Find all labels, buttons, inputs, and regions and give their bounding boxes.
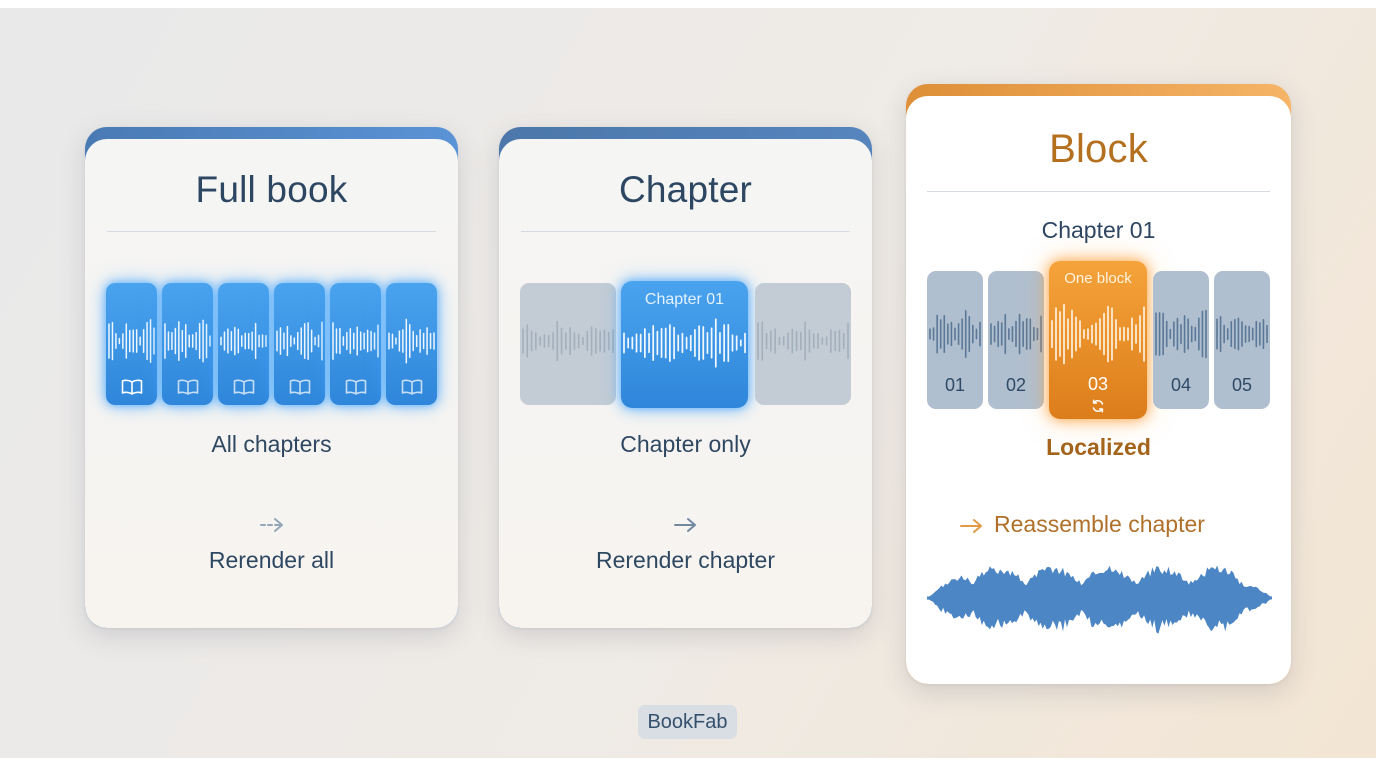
open-book-icon (233, 379, 255, 395)
full-book-block-waveform (220, 322, 267, 360)
full-book-divider (107, 231, 436, 232)
block-item: 04 (1153, 271, 1209, 409)
reassemble-arrow-icon (960, 519, 982, 533)
block-waveform (1155, 309, 1207, 359)
full-book-chapter-block (218, 283, 269, 405)
full-book-caption: All chapters (211, 431, 332, 457)
full-book-chapter-block (162, 283, 213, 405)
open-book-icon (401, 379, 423, 395)
open-book-icon (121, 379, 143, 395)
open-book-icon (345, 379, 367, 395)
block-subtitle: Chapter 01 (1041, 217, 1156, 243)
block-number: 01 (944, 375, 966, 395)
block-waveform (1216, 315, 1268, 353)
full-book-arrow-icon (85, 517, 458, 538)
full-book-chapter-block (330, 283, 381, 405)
block-title: Block (1049, 127, 1148, 171)
block-item: 05 (1214, 271, 1270, 409)
waveform-prev (522, 320, 614, 362)
block-waveform (1051, 303, 1145, 365)
chapter-arrow-icon (499, 517, 872, 538)
reassemble-label: Reassemble chapter (994, 511, 1205, 537)
block-selected: One block 03 (1049, 261, 1147, 419)
block-card: Block Chapter 01 Localized Reassemble ch… (906, 84, 1291, 684)
rerender-chapter-label: Rerender chapter (596, 547, 775, 573)
chapter-block-next (755, 283, 851, 405)
chapter-block-label: Chapter 01 (644, 291, 725, 308)
block-number: 04 (1170, 375, 1192, 395)
block-item: 01 (927, 271, 983, 409)
chapter-waveform (927, 565, 1272, 634)
block-number: 02 (1005, 375, 1027, 395)
full-book-block-waveform (164, 319, 211, 363)
one-block-label: One block (1064, 270, 1132, 287)
localized-label: Localized (1046, 434, 1151, 460)
block-waveform (929, 310, 981, 358)
waveform-selected (623, 318, 746, 368)
full-book-chapter-block (106, 283, 157, 405)
full-book-card: Full book All chapters Rerender all (85, 127, 458, 628)
chapter-title: Chapter (618, 169, 753, 210)
waveform-next (757, 321, 849, 361)
block-item: 02 (988, 271, 1044, 409)
full-book-block-waveform (276, 321, 323, 361)
rerender-all-label: Rerender all (208, 547, 335, 573)
block-number: 03 (1087, 374, 1109, 394)
full-book-chapter-block (274, 283, 325, 405)
bookfab-tag: BookFab (638, 705, 737, 739)
refresh-icon (1092, 399, 1104, 413)
block-number: 05 (1231, 375, 1253, 395)
full-book-block-waveform (332, 322, 379, 360)
chapter-block-prev (520, 283, 616, 405)
block-waveform (990, 313, 1042, 355)
chapter-block-selected: Chapter 01 (621, 281, 748, 408)
chapter-caption: Chapter only (620, 431, 751, 457)
full-book-title: Full book (195, 169, 348, 210)
chapter-divider (521, 231, 850, 232)
full-book-block-waveform (108, 319, 155, 363)
open-book-icon (289, 379, 311, 395)
block-divider (927, 191, 1270, 192)
open-book-icon (177, 379, 199, 395)
chapter-card: Chapter Chapter 01 Chapter only Rerender… (499, 127, 872, 628)
full-book-block-waveform (388, 318, 435, 364)
full-book-chapter-block (386, 283, 437, 405)
